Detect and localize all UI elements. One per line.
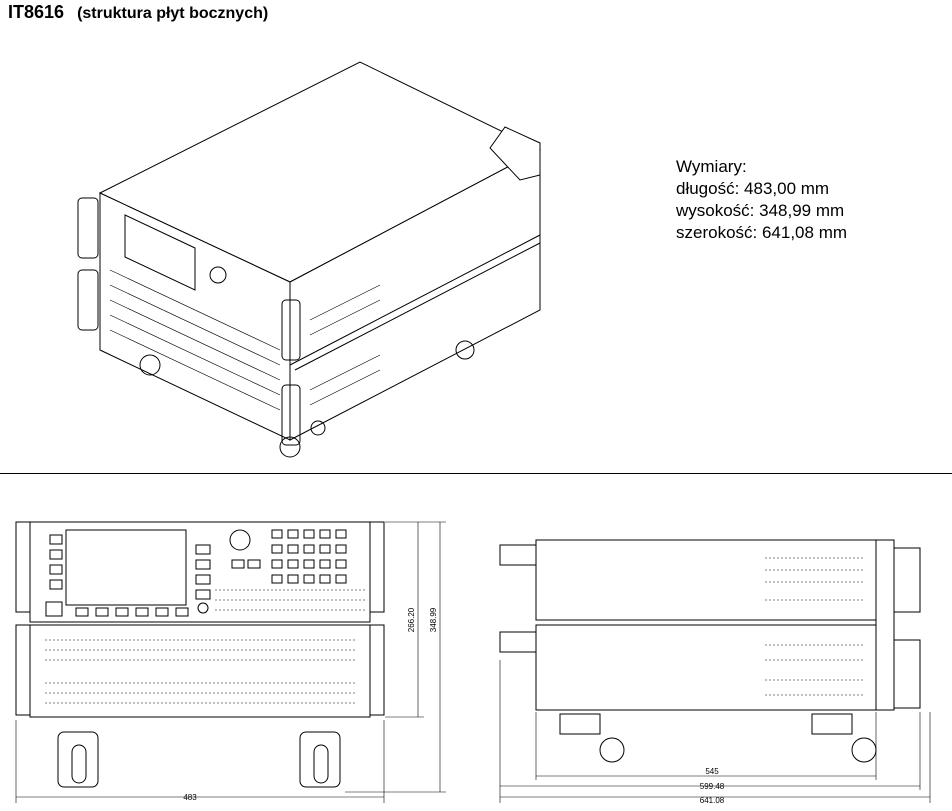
front-total-height-label: 348.99 (429, 607, 438, 632)
page-title: IT8616 (struktura płyt bocznych) (8, 2, 268, 23)
side-depth-handles-label: 599.48 (700, 782, 725, 791)
keypad (231, 529, 347, 584)
dimension-width: szerokość: 641,08 mm (676, 223, 848, 242)
side-depth-body-label: 545 (705, 767, 719, 776)
front-vents (109, 269, 281, 411)
side-vents (309, 284, 381, 406)
front-width-label: 483 (183, 793, 197, 802)
dimensions-box: Wymiary: długość: 483,00 mm wysokość: 34… (676, 156, 847, 244)
model-name: IT8616 (8, 2, 65, 22)
dimensions-heading: Wymiary: (676, 157, 747, 176)
section-divider (0, 473, 952, 474)
side-vent-rows (765, 557, 865, 696)
dimension-height: wysokość: 348,99 mm (676, 201, 845, 220)
front-vent-rows (45, 589, 365, 704)
front-inner-height-label: 266.20 (407, 607, 416, 632)
dimension-length: długość: 483,00 mm (676, 179, 830, 198)
side-depth-total-label: 641.08 (700, 796, 725, 805)
title-subtitle: (struktura płyt bocznych) (77, 5, 269, 22)
